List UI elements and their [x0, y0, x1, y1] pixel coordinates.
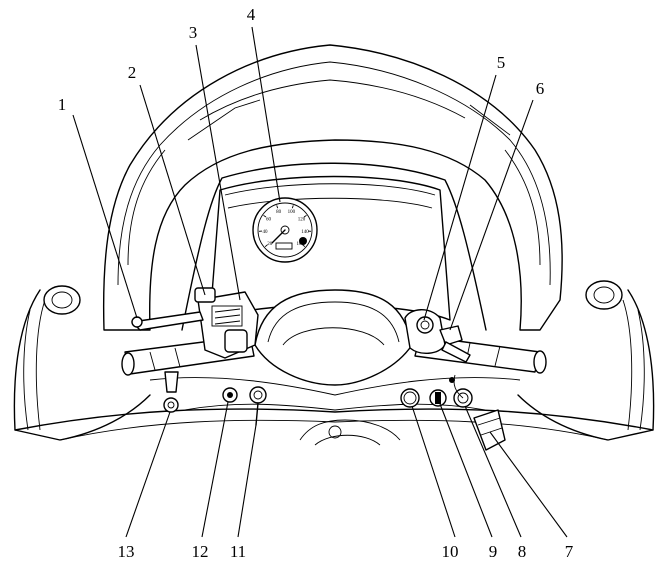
- speedometer-tick-label: 40: [263, 230, 269, 235]
- callout-6: 6: [536, 79, 545, 98]
- callout-1: 1: [58, 95, 67, 114]
- callout-7: 7: [565, 542, 574, 561]
- callout-3: 3: [189, 23, 198, 42]
- speedometer-tick-label: 120: [298, 218, 306, 223]
- callout-4: 4: [247, 5, 256, 24]
- callout-5: 5: [497, 53, 506, 72]
- speedometer-tick-label: 20: [267, 242, 273, 247]
- lower-cowl: [300, 420, 400, 445]
- callout-9: 9: [489, 542, 498, 561]
- speedometer-tick-label: 160: [297, 242, 305, 247]
- callout-2: 2: [128, 63, 137, 82]
- callout-10: 10: [442, 542, 459, 561]
- callout-8: 8: [518, 542, 527, 561]
- callout-13: 13: [118, 542, 135, 561]
- handlebar: [122, 288, 546, 385]
- callout-11: 11: [230, 542, 246, 561]
- speedometer-tick-label: 80: [276, 210, 282, 215]
- speedometer-tick-label: 100: [288, 210, 296, 215]
- speedometer-tick-label: 60: [266, 218, 272, 223]
- callout-12: 12: [192, 542, 209, 561]
